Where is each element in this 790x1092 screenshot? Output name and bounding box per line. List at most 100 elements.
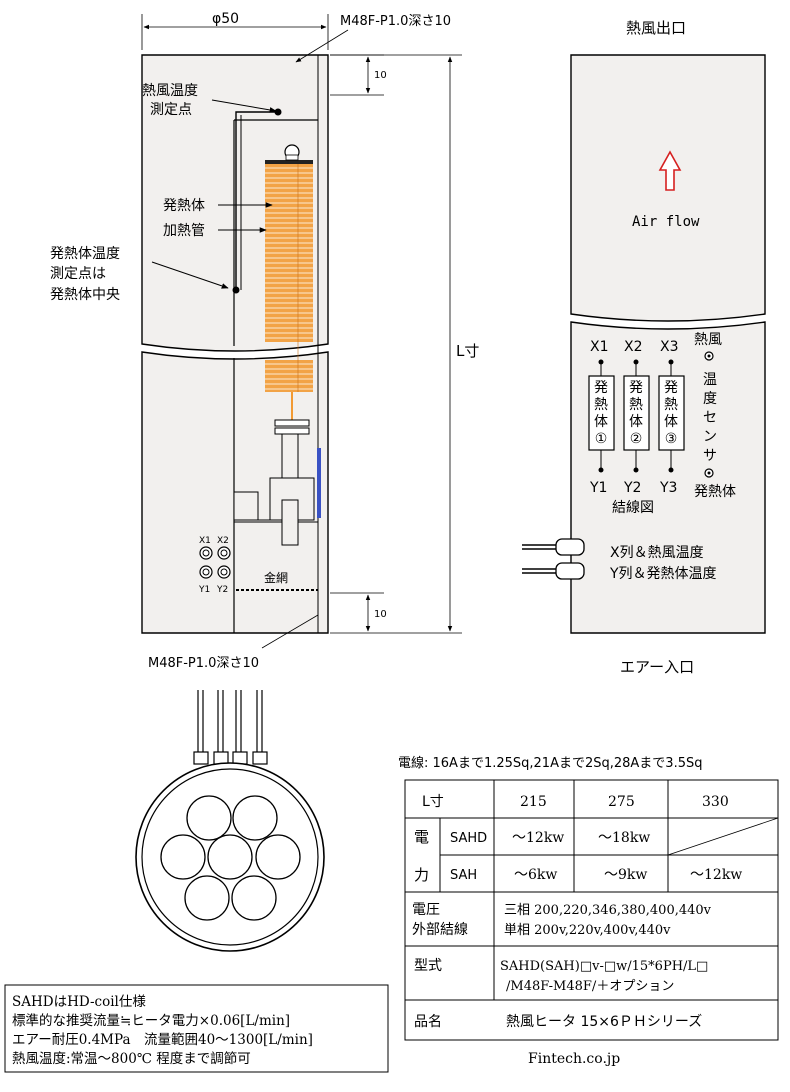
heater-measure-label-2: 測定点は [50, 266, 106, 282]
heater-element-char: 熱 [629, 397, 643, 413]
diameter-label: φ50 [212, 11, 239, 27]
sensor-char: 度 [703, 391, 717, 407]
wiring-y3: Y3 [659, 480, 677, 496]
heater-element-char: ① [595, 431, 608, 447]
cross-section [135, 690, 325, 952]
voltage-line-2: 単相 200v,220v,400v,440v [504, 922, 671, 938]
wiring-terminal-y [668, 467, 674, 473]
model-sah: SAH [450, 868, 477, 883]
model-line-1: SAHD(SAH)□v-□w/15*6PH/L□ [500, 959, 708, 974]
side-elevation: X1 X2 Y1 Y2 金網 熱風温度 測定点 発熱体 加熱管 発熱体温度 測定… [50, 11, 479, 671]
airflow-arrow [658, 150, 682, 191]
mesh-label: 金網 [264, 570, 288, 585]
wiring-x2: X2 [624, 339, 643, 355]
heater-element-char: 体 [594, 414, 608, 430]
heater-element-char: 体 [629, 414, 643, 430]
hot-air-measure-point [274, 108, 282, 116]
heater-element-char: ② [630, 431, 643, 447]
top-thread-label: M48F-P1.0深さ10 [340, 14, 451, 29]
airflow-label: Air flow [632, 214, 700, 230]
note-line-1: SAHDはHD-coil仕様 [12, 994, 146, 1010]
cable-note: 電線: 16Aまで1.25Sq,21Aまで2Sq,28Aまで3.5Sq [398, 755, 703, 771]
wiring-terminal-y [633, 467, 639, 473]
heater-element-char: 熱 [664, 397, 678, 413]
heater-cell [232, 795, 278, 841]
heater-element-box [658, 375, 685, 451]
model-line-2: /M48F-M48F/＋オプション [506, 979, 674, 994]
heating-tube-label: 加熱管 [163, 223, 205, 239]
heater-element-box [623, 375, 650, 451]
note-line-3: エアー耐圧0.4MPa 流量範囲40～1300[L/min] [12, 1032, 313, 1048]
heater-cell [186, 795, 232, 841]
note-line-2: 標準的な推奨流量≒ヒータ電力×0.06[L/min] [12, 1013, 290, 1029]
heater-cell [207, 834, 253, 880]
sah-275: ～9kw [604, 867, 647, 883]
wiring-x1: X1 [590, 339, 609, 355]
sahd-275: ～18kw [598, 830, 650, 846]
wiring-x3: X3 [660, 339, 679, 355]
power-char-2: 力 [414, 866, 429, 884]
heater-element-char: 熱 [594, 397, 608, 413]
inlet-connectors [522, 538, 585, 580]
y-row-label: Y列＆発熱体温度 [609, 566, 717, 582]
sah-215: ～6kw [514, 867, 557, 883]
length-label: L寸 [456, 342, 479, 360]
heater-cell [184, 875, 230, 921]
spec-table: 電線: 16Aまで1.25Sq,21Aまで2Sq,28Aまで3.5Sq L寸 2… [398, 755, 779, 1067]
heater-cell [255, 834, 301, 880]
hot-air-measure-label-1: 熱風温度 [142, 83, 198, 99]
notes: SAHDはHD-coil仕様 標準的な推奨流量≒ヒータ電力×0.06[L/min… [4, 984, 389, 1073]
voltage-line-1: 三相 200,220,346,380,400,440v [504, 903, 712, 918]
terminal-x2: X2 [217, 536, 229, 546]
heater-cell [160, 834, 206, 880]
wiring-terminal-y [598, 467, 604, 473]
model-label: 型式 [414, 958, 442, 974]
website: Fintech.co.jp [528, 1051, 620, 1067]
top-gap-label: 10 [374, 70, 387, 81]
heater-measure-label-1: 発熱体温度 [50, 246, 120, 262]
heater-element-char: 発 [629, 380, 643, 396]
terminal-y2: Y2 [216, 585, 228, 595]
sahd-215: ～12kw [512, 830, 564, 846]
terminal-y1: Y1 [198, 585, 210, 595]
heater-measure-point [232, 286, 240, 294]
wiring-terminal-x [598, 359, 604, 365]
heater-body-label: 発熱体 [163, 198, 205, 214]
terminal-x1: X1 [199, 536, 211, 546]
terminal-connectors [199, 546, 231, 579]
note-line-4: 熱風温度:常温～800℃ 程度まで調節可 [12, 1051, 251, 1067]
heater-element-char: ③ [665, 431, 678, 447]
wiring-y2: Y2 [623, 480, 641, 496]
heater-cell [231, 875, 277, 921]
x-row-label: X列＆熱風温度 [610, 545, 704, 561]
bottom-gap-label: 10 [374, 609, 387, 620]
inlet-body [570, 321, 766, 634]
voltage-label-1: 電圧 [412, 902, 440, 918]
model-sahd: SAHD [450, 831, 487, 846]
product-value: 熱風ヒータ 15×6ＰＨシリーズ [506, 1014, 702, 1030]
wiring-y1: Y1 [589, 480, 607, 496]
product-label: 品名 [414, 1014, 442, 1030]
length-330: 330 [702, 794, 729, 810]
heater-element-char: 体 [664, 414, 678, 430]
wiring-diagram-label: 結線図 [612, 500, 654, 516]
wiring-terminal-x [633, 359, 639, 365]
heater-measure-label-3: 発熱体中央 [50, 287, 120, 303]
wiring-terminal-x [668, 359, 674, 365]
outlet-label: 熱風出口 [626, 19, 686, 37]
inlet-label: エアー入口 [620, 658, 694, 676]
sensor-char: 温 [703, 372, 717, 388]
heater-sensor-label: 発熱体 [694, 484, 736, 500]
l-header: L寸 [422, 794, 444, 810]
heating-coil-lower [265, 360, 313, 392]
bottom-thread-label: M48F-P1.0深さ10 [148, 656, 259, 671]
sensor-char: セ [703, 410, 717, 426]
length-215: 215 [520, 794, 547, 810]
sensor-char: ン [703, 429, 717, 445]
hot-air-measure-label-2: 測定点 [150, 102, 192, 118]
heater-element-char: 発 [664, 380, 678, 396]
sah-330: ～12kw [690, 867, 742, 883]
